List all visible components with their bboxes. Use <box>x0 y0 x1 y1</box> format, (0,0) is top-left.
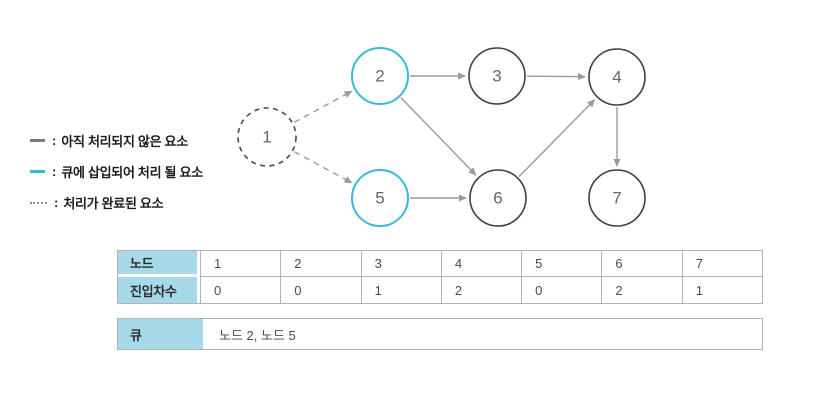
edge-3-4 <box>526 73 586 81</box>
indegree-cell: 0 <box>280 277 361 303</box>
indegree-cell: 1 <box>360 277 441 303</box>
node-label-5: 5 <box>375 189 384 208</box>
legend-item-pending: : 아직 처리되지 않은 요소 <box>30 130 203 151</box>
node-cell: 5 <box>521 251 602 277</box>
node-label-2: 2 <box>375 67 384 86</box>
node-6 <box>469 169 527 227</box>
indegree-cell: 0 <box>200 277 281 303</box>
legend-label: 처리가 완료된 요소 <box>63 196 164 211</box>
queued-line-icon <box>30 170 45 173</box>
indegree-cell: 2 <box>601 277 682 303</box>
node-label-3: 3 <box>492 67 501 86</box>
node-2 <box>351 47 409 105</box>
node-cell: 1 <box>200 251 281 277</box>
node-cell: 6 <box>601 251 682 277</box>
node-cell: 2 <box>280 251 361 277</box>
queue-row: 큐 노드 2, 노드 5 <box>118 319 762 349</box>
legend-separator: : <box>54 195 59 210</box>
node-5 <box>351 169 409 227</box>
node-1 <box>237 107 297 167</box>
indegree-cell: 1 <box>681 277 762 303</box>
legend-item-done: : 처리가 완료된 요소 <box>30 192 203 213</box>
pending-line-icon <box>30 139 45 142</box>
node-cell: 4 <box>440 251 522 277</box>
node-7 <box>588 169 646 227</box>
queue-value: 노드 2, 노드 5 <box>206 319 762 349</box>
legend: :아직 처리되지 않은 요소:큐에 삽입되어 처리 될 요소:처리가 완료된 요… <box>30 130 203 223</box>
graph-svg: 1 2 3 4 5 6 7 <box>237 47 646 227</box>
indegree-cell: 0 <box>521 277 602 303</box>
queue-table: 큐 노드 2, 노드 5 <box>117 318 763 350</box>
node-label-7: 7 <box>612 189 621 208</box>
queue-header: 큐 <box>118 319 206 349</box>
node-3 <box>468 47 526 105</box>
node-4 <box>588 48 646 106</box>
indegree-cell: 2 <box>440 277 522 303</box>
node-cell: 7 <box>681 251 762 277</box>
node-label-6: 6 <box>493 189 502 208</box>
node-cell: 3 <box>360 251 441 277</box>
legend-item-queued: : 큐에 삽입되어 처리 될 요소 <box>30 161 203 182</box>
edge-6-4 <box>518 99 596 178</box>
legend-label: 큐에 삽입되어 처리 될 요소 <box>61 165 203 180</box>
node-row-header: 노드 <box>118 251 200 277</box>
legend-separator: : <box>52 133 57 148</box>
node-label-1: 1 <box>262 128 271 147</box>
legend-separator: : <box>52 164 57 179</box>
node-label-4: 4 <box>612 68 621 87</box>
edge-1-5 <box>293 151 353 184</box>
done-line-icon <box>30 201 47 204</box>
legend-label: 아직 처리되지 않은 요소 <box>61 134 188 149</box>
edge-1-2 <box>293 90 353 123</box>
edge-2-6 <box>400 97 477 176</box>
indegree-row-header: 진입차수 <box>118 277 200 303</box>
